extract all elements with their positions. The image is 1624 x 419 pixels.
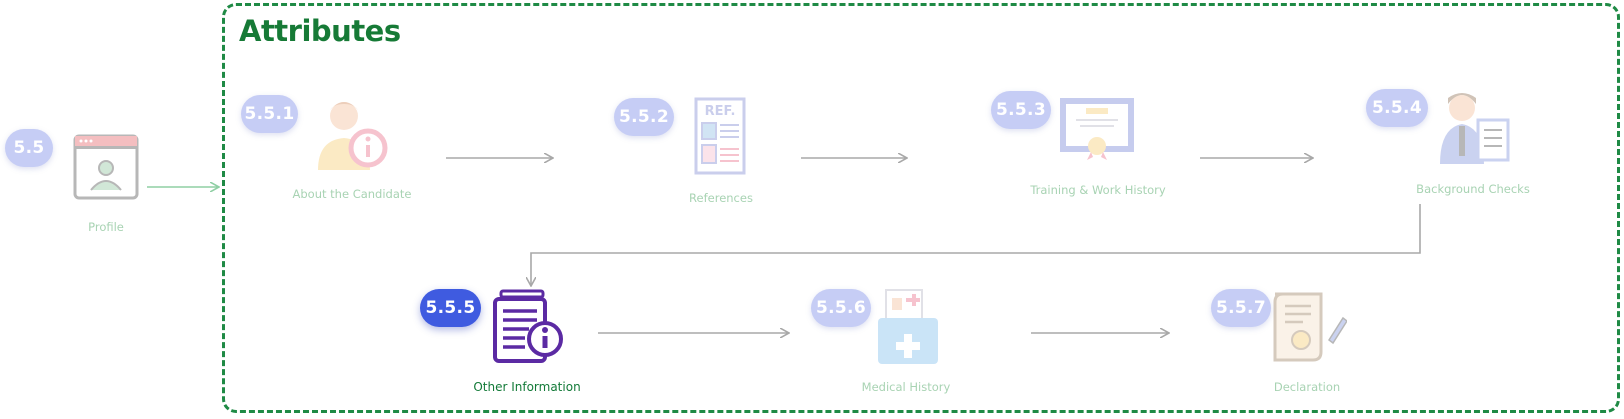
certificate-icon xyxy=(1060,98,1134,160)
step-label-5-5-7: Declaration xyxy=(1273,380,1341,394)
svg-text:REF.: REF. xyxy=(705,104,736,119)
document-info-icon xyxy=(493,289,563,363)
attributes-group-frame xyxy=(222,3,1620,413)
step-badge-5-5-3[interactable]: 5.5.3 xyxy=(991,91,1051,129)
step-label-5-5-1: About the Candidate xyxy=(292,187,412,201)
reference-document-icon: REF. xyxy=(694,97,746,175)
step-badge-5-5-6[interactable]: 5.5.6 xyxy=(811,289,871,327)
step-badge-5-5-5[interactable]: 5.5.5 xyxy=(420,289,481,327)
step-label-5-5-4: Background Checks xyxy=(1416,182,1530,196)
medical-folder-icon xyxy=(878,289,938,364)
step-badge-5-5-7[interactable]: 5.5.7 xyxy=(1211,289,1271,327)
step-badge-5-5-1[interactable]: 5.5.1 xyxy=(241,95,298,133)
arrow-4-to-5 xyxy=(531,204,1421,285)
step-label-5-5-6: Medical History xyxy=(861,380,951,394)
step-label-5-5-5: Other Information xyxy=(473,380,581,394)
background-check-icon xyxy=(1440,93,1510,164)
candidate-info-icon xyxy=(318,102,388,170)
parent-badge[interactable]: 5.5 xyxy=(5,129,53,167)
window-user-icon xyxy=(73,134,139,200)
step-label-5-5-3: Training & Work History xyxy=(1030,183,1166,197)
step-badge-5-5-4[interactable]: 5.5.4 xyxy=(1366,89,1428,127)
group-title: Attributes xyxy=(239,14,401,48)
declaration-scroll-icon xyxy=(1273,292,1347,362)
parent-label: Profile xyxy=(88,220,124,234)
step-badge-5-5-2[interactable]: 5.5.2 xyxy=(614,98,674,136)
step-label-5-5-2: References xyxy=(689,191,753,205)
